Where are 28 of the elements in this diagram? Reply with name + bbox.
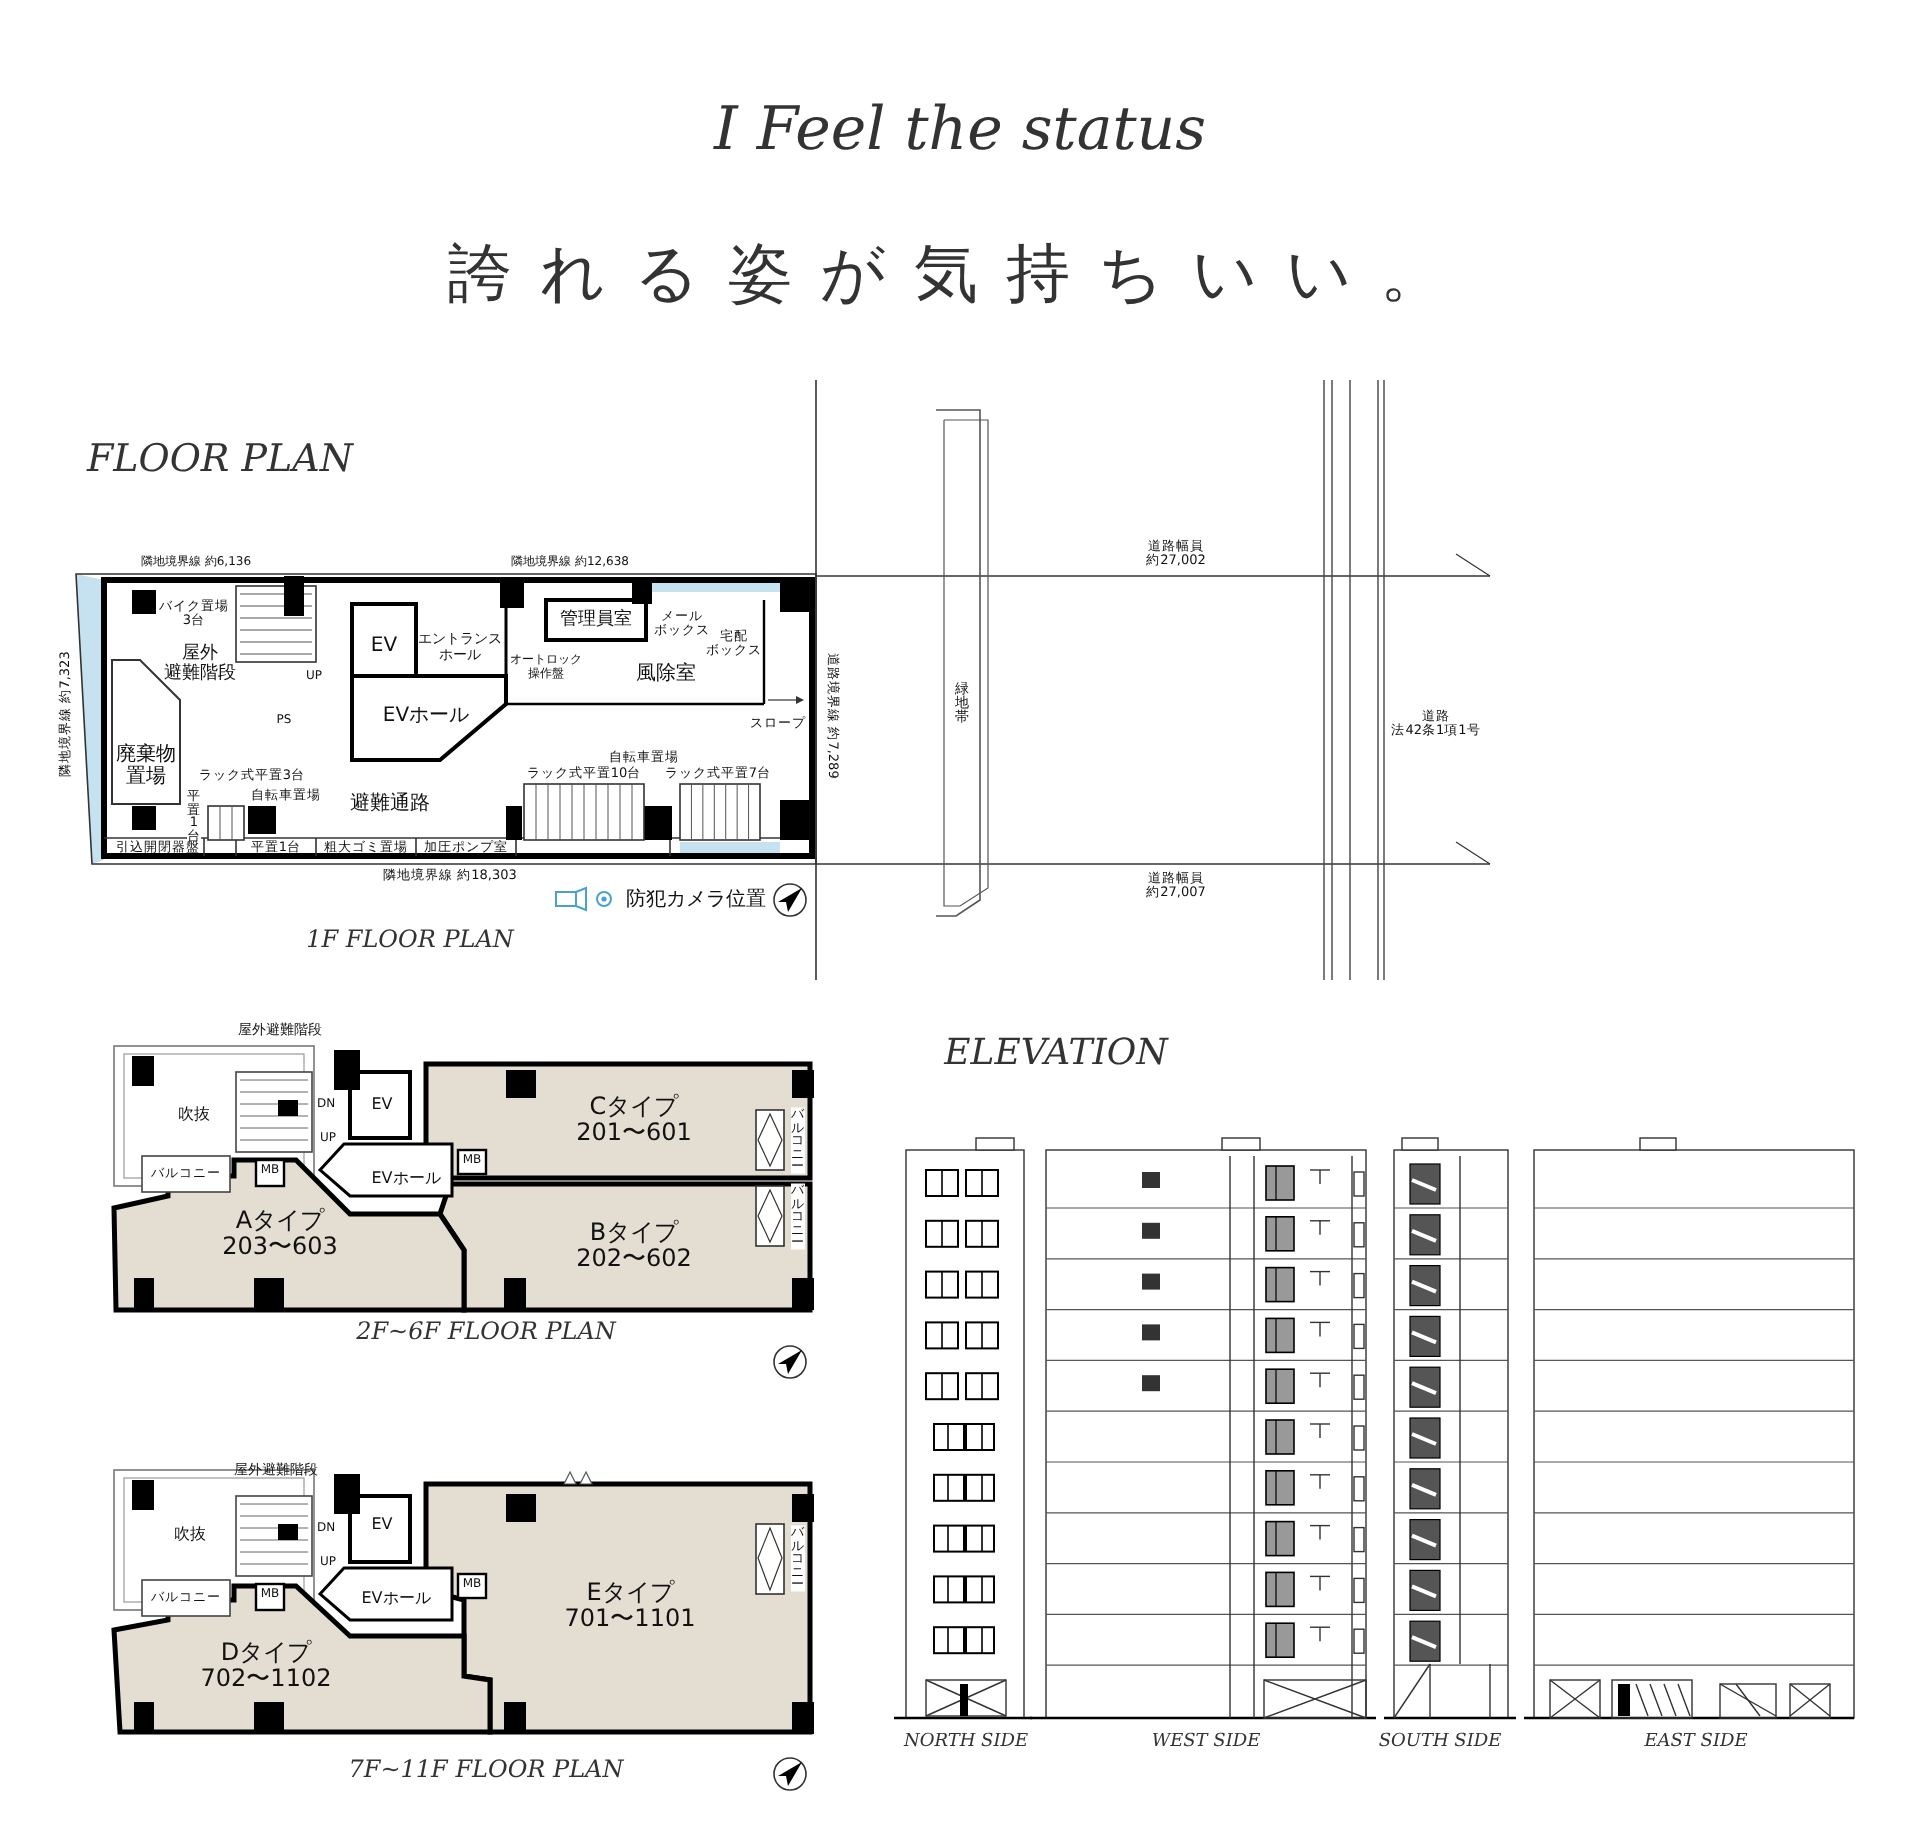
room-label: EVホール xyxy=(382,705,470,727)
unit-label: Dタイプ 702〜1102 xyxy=(200,1639,332,1693)
room-label: 吹抜 xyxy=(178,1107,210,1125)
section-heading: ELEVATION xyxy=(944,1034,1168,1074)
room-label: EV xyxy=(371,1097,393,1115)
room-label: EVホール xyxy=(371,1171,441,1189)
plan-caption: 2F~6F FLOOR PLAN xyxy=(356,1318,616,1346)
room-label: EV xyxy=(370,635,398,657)
room-label: 屋外避難階段 xyxy=(164,646,236,686)
section-heading: FLOOR PLAN xyxy=(86,439,354,481)
tagline: 誇れる姿が気持ちいい。 xyxy=(448,238,1472,310)
elevation-caption: WEST SIDE xyxy=(1151,1734,1261,1754)
elevation-caption: EAST SIDE xyxy=(1644,1734,1748,1754)
elevation-caption: NORTH SIDE xyxy=(903,1734,1029,1754)
room-label: 風除室 xyxy=(636,663,696,685)
room-label: 避難通路 xyxy=(350,793,430,815)
unit-label: Eタイプ 701〜1101 xyxy=(564,1579,696,1633)
room-label: EVホール xyxy=(361,1591,431,1609)
room-label: 吹抜 xyxy=(174,1527,206,1545)
elevation-caption: SOUTH SIDE xyxy=(1378,1734,1502,1754)
plan-caption: 1F FLOOR PLAN xyxy=(306,926,514,954)
unit-label: Aタイプ 203〜603 xyxy=(222,1207,338,1261)
legend-label: 防犯カメラ位置 xyxy=(626,889,766,911)
unit-label: Cタイプ 201〜601 xyxy=(576,1093,692,1147)
title: I Feel the status xyxy=(714,97,1206,163)
unit-label: Bタイプ 202〜602 xyxy=(576,1219,692,1273)
plan-caption: 7F~11F FLOOR PLAN xyxy=(348,1756,624,1784)
room-label: EV xyxy=(371,1517,393,1535)
